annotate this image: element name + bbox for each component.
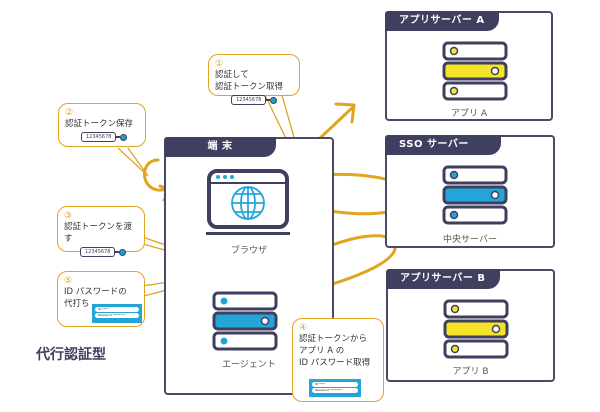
step-2-line-1: 認証トークン保存 [65, 119, 134, 129]
step-4-line-3: ID パスワード取得 [299, 358, 371, 368]
terminal-header: 端 末 [164, 137, 276, 157]
step-4-line-2: アプリ A の [299, 346, 345, 356]
app-server-a-panel: アプリサーバー A アプリ A [385, 11, 553, 121]
token-icon: 12345678 [81, 132, 128, 142]
agent-label: エージェント [222, 360, 276, 370]
browser-icon[interactable] [206, 169, 292, 241]
step-1-number: ① [215, 59, 224, 69]
step-5-number: ⑤ [64, 276, 73, 286]
diagram-title: 代行認証型 [36, 347, 106, 363]
step-1-line-2: 認証トークン取得 [215, 82, 284, 92]
token-icon: 12345678 [231, 95, 278, 105]
step-2-number: ② [65, 108, 74, 118]
step-5-line-1: ID パスワードの [64, 287, 127, 297]
token-icon: 12345678 [80, 247, 127, 257]
sso-server-panel: SSO サーバー 中央サーバー [385, 135, 555, 248]
credential-card-icon: ID **** Password ******** [309, 379, 361, 397]
app-server-b-panel: アプリサーバー B アプリ B [386, 269, 555, 382]
step-1-line-1: 認証して [215, 70, 249, 80]
step-5-line-2: 代打ち [64, 299, 90, 309]
credential-card-icon: ID **** Password ******** [92, 304, 142, 323]
app-a-server-icon[interactable] [442, 41, 508, 103]
app-b-server-icon[interactable] [443, 299, 509, 361]
sso-server-header: SSO サーバー [385, 135, 501, 155]
globe-icon [231, 186, 265, 220]
step-2-callout: ② 認証トークン保存 12345678 [58, 103, 146, 147]
agent-server-icon[interactable] [212, 291, 278, 353]
step-4-callout: ④ 認証トークンから アプリ A の ID パスワード取得 ID **** Pa… [292, 318, 384, 402]
step-3-number: ③ [64, 211, 73, 221]
arrow-to-app-a-head [334, 102, 356, 124]
step-3-callout: ③ 認証トークンを渡す 12345678 [57, 206, 145, 257]
sso-label: 中央サーバー [443, 235, 497, 245]
browser-label: ブラウザ [230, 246, 267, 256]
app-a-label: アプリ A [450, 109, 488, 119]
terminal-panel: 端 末 ブラウザ エージェント [164, 137, 334, 395]
sso-server-icon[interactable] [442, 165, 508, 227]
arrow-to-app-a [316, 106, 354, 142]
step-5-callout: ⑤ ID パスワードの 代打ち ID **** Password *******… [57, 271, 145, 327]
step-4-number: ④ [299, 323, 308, 333]
app-server-b-header: アプリサーバー B [386, 269, 500, 289]
step-3-line-1: 認証トークンを渡す [64, 222, 133, 244]
step-1-callout: ① 認証して 認証トークン取得 12345678 [208, 54, 300, 105]
step-4-line-1: 認証トークンから [299, 334, 368, 344]
app-b-label: アプリ B [452, 367, 489, 377]
app-server-a-header: アプリサーバー A [385, 11, 499, 31]
